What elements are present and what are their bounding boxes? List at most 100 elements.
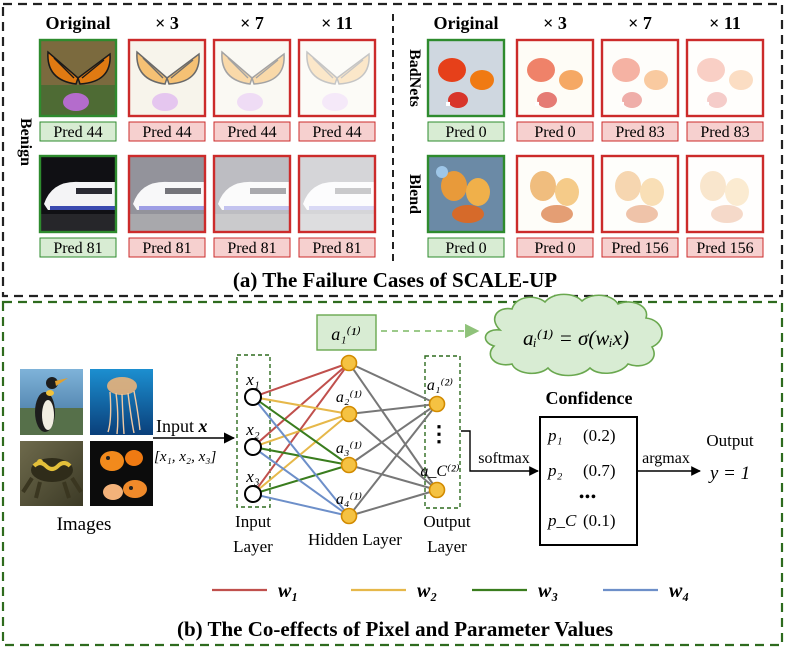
output-label: Output [706, 431, 754, 450]
softmax-label: softmax [478, 450, 530, 467]
input-node-2 [244, 438, 262, 456]
left-pred-label-0-2: Pred 44 [227, 124, 276, 141]
input-arrow-label: Input x [156, 416, 208, 436]
right-pred-label-1-3: Pred 156 [696, 240, 753, 257]
edge-input3-hidden3 [252, 464, 350, 495]
input-node-label-1: x₁ [245, 370, 259, 389]
left-pred-label-1-3: Pred 81 [312, 240, 361, 257]
confidence-value-3: (0.1) [583, 511, 616, 530]
images-label: Images [57, 514, 112, 535]
edge-hidden4-output2 [348, 489, 438, 517]
hidden-node-label-2: a₂⁽¹⁾ [336, 389, 362, 406]
right-header-0: Original [433, 13, 498, 33]
panel-a-caption: (a) The Failure Cases of SCALE-UP [233, 268, 557, 292]
argmax-label: argmax [642, 450, 690, 467]
edge-input2-hidden4 [252, 446, 350, 517]
left-pred-label-0-0: Pred 44 [53, 124, 102, 141]
edge-hidden1-output1 [348, 362, 438, 405]
highlight-a1-label: a₁⁽¹⁾ [331, 324, 361, 344]
legend-label-2: w₂ [417, 580, 437, 602]
softmax-arrow [461, 430, 539, 476]
legend-label-1: w₁ [278, 580, 298, 602]
left-pred-box-1-3 [298, 237, 376, 258]
edge-hidden3-output2 [348, 464, 438, 491]
image-frog [20, 441, 83, 506]
left-pred-box-0-1 [128, 121, 206, 142]
network-edges [252, 362, 438, 517]
input-node-label-3: x₃ [245, 467, 260, 486]
edge-input3-hidden2 [252, 413, 350, 495]
confidence-label-2: p₂ [547, 461, 563, 480]
right-row-label-0: BadNets [406, 49, 423, 107]
right-header-1: × 3 [543, 13, 567, 33]
left-header-3: × 11 [321, 13, 353, 33]
input-node-1 [244, 388, 262, 406]
sample-images [20, 369, 153, 506]
left-pred-label-1-1: Pred 81 [142, 240, 191, 257]
confidence-value-2: (0.7) [583, 461, 616, 480]
output-node-1 [428, 395, 446, 413]
image-goldfish [90, 441, 153, 506]
right-pred-label-0-3: Pred 83 [700, 124, 749, 141]
left-pred-label-1-0: Pred 81 [53, 240, 102, 257]
output-node-label-1: a₁⁽²⁾ [427, 377, 453, 394]
right-header-3: × 11 [709, 13, 741, 33]
legend-label-4: w₄ [669, 580, 689, 602]
left-pred-box-0-3 [298, 121, 376, 142]
output-layer-label-2: Layer [427, 537, 467, 556]
left-pred-box-0-0 [39, 121, 117, 142]
hidden-node-1 [340, 354, 358, 372]
cloud-formula: aᵢ⁽¹⁾ = σ(wᵢx) [523, 326, 629, 350]
output-layer-box [424, 355, 461, 509]
panel-b-caption: (b) The Co-effects of Pixel and Paramete… [177, 617, 613, 641]
right-thumb-1-1 [515, 154, 595, 234]
left-thumb-0-1 [127, 38, 207, 118]
hidden-node-label-3: a₃⁽¹⁾ [336, 440, 362, 457]
left-thumb-1-2 [212, 154, 292, 234]
right-row-label-1: Blend [406, 174, 423, 214]
left-thumb-0-0 [38, 38, 118, 118]
hidden-node-3 [340, 456, 358, 474]
right-pred-box-1-1 [516, 237, 594, 258]
left-header-2: × 7 [240, 13, 264, 33]
right-pred-box-1-2 [601, 237, 679, 258]
confidence-label-3: p_C [547, 511, 577, 530]
edge-hidden2-output2 [348, 413, 438, 491]
right-pred-box-0-0 [427, 121, 505, 142]
image-jellyfish [90, 369, 153, 435]
confidence-label-1: p₁ [547, 426, 562, 445]
output-value: y = 1 [708, 463, 750, 484]
right-thumb-0-2 [600, 38, 680, 118]
left-thumb-1-1 [127, 154, 207, 234]
left-pred-label-1-2: Pred 81 [227, 240, 276, 257]
edge-hidden2-output1 [348, 403, 438, 415]
right-pred-box-1-0 [427, 237, 505, 258]
input-layer-label-2: Layer [233, 537, 273, 556]
panel-a-border [1, 2, 784, 298]
left-pred-label-0-1: Pred 44 [142, 124, 191, 141]
left-pred-box-1-2 [213, 237, 291, 258]
legend-label-3: w₃ [538, 580, 558, 602]
right-pred-box-0-3 [686, 121, 764, 142]
input-node-3 [244, 485, 262, 503]
hidden-node-label-4: a₄⁽¹⁾ [336, 491, 362, 508]
input-layer-label-1: Input [235, 512, 271, 531]
formula-cloud [484, 293, 663, 377]
right-pred-label-0-2: Pred 83 [615, 124, 664, 141]
hidden-node-2 [340, 405, 358, 423]
weights-legend: w₁ w₂ w₃ w₄ [212, 580, 689, 602]
panel-a-thumbnails [38, 38, 765, 234]
right-pred-label-1-2: Pred 156 [611, 240, 668, 257]
right-pred-label-0-0: Pred 0 [445, 124, 486, 141]
confidence-rows: p₁(0.2)p₂(0.7)p_C(0.1) [547, 426, 616, 530]
right-pred-box-1-3 [686, 237, 764, 258]
right-pred-box-0-1 [516, 121, 594, 142]
right-header-2: × 7 [628, 13, 652, 33]
hidden-layer-label: Hidden Layer [308, 530, 402, 549]
